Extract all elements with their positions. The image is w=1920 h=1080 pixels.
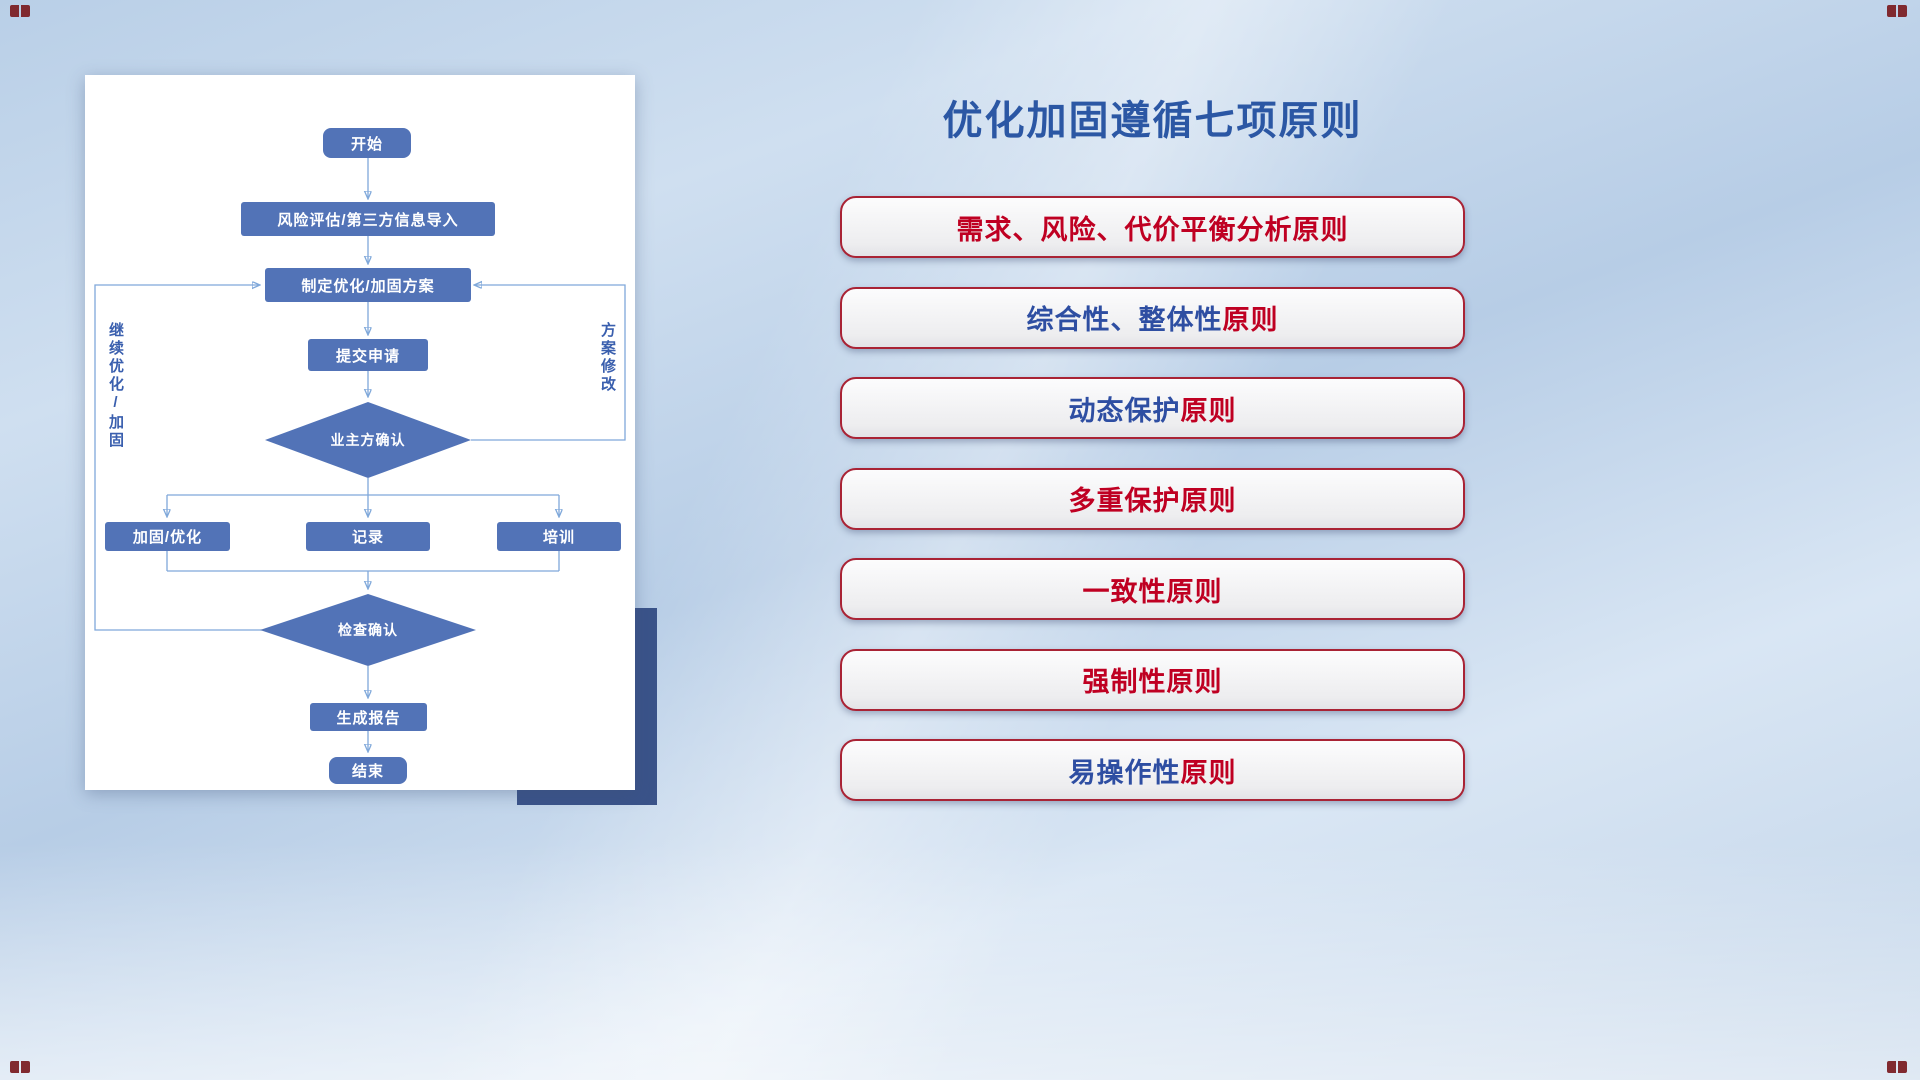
principle-item-easy-operation[interactable]: 易操作性原则 xyxy=(840,739,1465,801)
principle-item-balance-analysis[interactable]: 需求、风险、代价平衡分析原则 xyxy=(840,196,1465,258)
principle-item-multiple-protection[interactable]: 多重保护原则 xyxy=(840,467,1465,530)
corner-mark-bottom-left xyxy=(10,1061,30,1073)
principle-text-segment: 原则 xyxy=(1292,214,1349,245)
principle-item-dynamic-protection[interactable]: 动态保护原则 xyxy=(840,377,1465,439)
node-end: 结束 xyxy=(329,757,407,784)
principle-item-comprehensive[interactable]: 综合性、整体性原则 xyxy=(840,286,1465,349)
principle-text-segment: 原则 xyxy=(1222,305,1279,335)
corner-mark-top-right xyxy=(1887,5,1907,17)
principle-text-segment: 原则 xyxy=(1180,395,1237,426)
node-training: 培训 xyxy=(497,522,621,551)
corner-mark-top-left xyxy=(10,5,30,17)
principle-text-segment: 多重保护原则 xyxy=(1068,486,1237,516)
page-title: 优化加固遵循七项原则 xyxy=(942,99,1363,143)
corner-mark-bottom-right xyxy=(1887,1061,1907,1073)
node-submit-application: 提交申请 xyxy=(308,339,428,371)
flowchart-connectors xyxy=(94,158,626,790)
principle-text-segment: 原则 xyxy=(1180,757,1237,788)
principle-item-consistency[interactable]: 一致性原则 xyxy=(840,558,1465,620)
edge-label-continue-optimize: 继续优化/加固 xyxy=(107,322,124,450)
principle-text-segment: 需求、风险、代价平衡分析 xyxy=(956,214,1293,245)
node-reinforce-optimize: 加固/优化 xyxy=(105,522,230,551)
node-make-plan: 制定优化/加固方案 xyxy=(265,268,471,302)
principle-text-segment: 综合性、整体性 xyxy=(1026,305,1223,335)
node-start: 开始 xyxy=(323,128,411,158)
node-risk-assessment: 风险评估/第三方信息导入 xyxy=(241,202,495,236)
flowchart-panel: 开始 风险评估/第三方信息导入 制定优化/加固方案 提交申请 业主方确认 加固/… xyxy=(85,75,635,790)
principle-item-mandatory[interactable]: 强制性原则 xyxy=(840,648,1465,711)
principle-text-segment: 一致性原则 xyxy=(1082,576,1223,607)
node-generate-report: 生成报告 xyxy=(310,703,427,731)
principle-text-segment: 动态保护 xyxy=(1068,395,1181,426)
node-record: 记录 xyxy=(306,522,430,551)
principle-text-segment: 易操作性 xyxy=(1068,757,1181,788)
edge-label-plan-revision: 方案修改 xyxy=(599,322,616,394)
principles-list: 需求、风险、代价平衡分析原则 综合性、整体性原则 动态保护原则 多重保护原则 一… xyxy=(840,196,1465,801)
principle-text-segment: 强制性原则 xyxy=(1082,667,1223,697)
